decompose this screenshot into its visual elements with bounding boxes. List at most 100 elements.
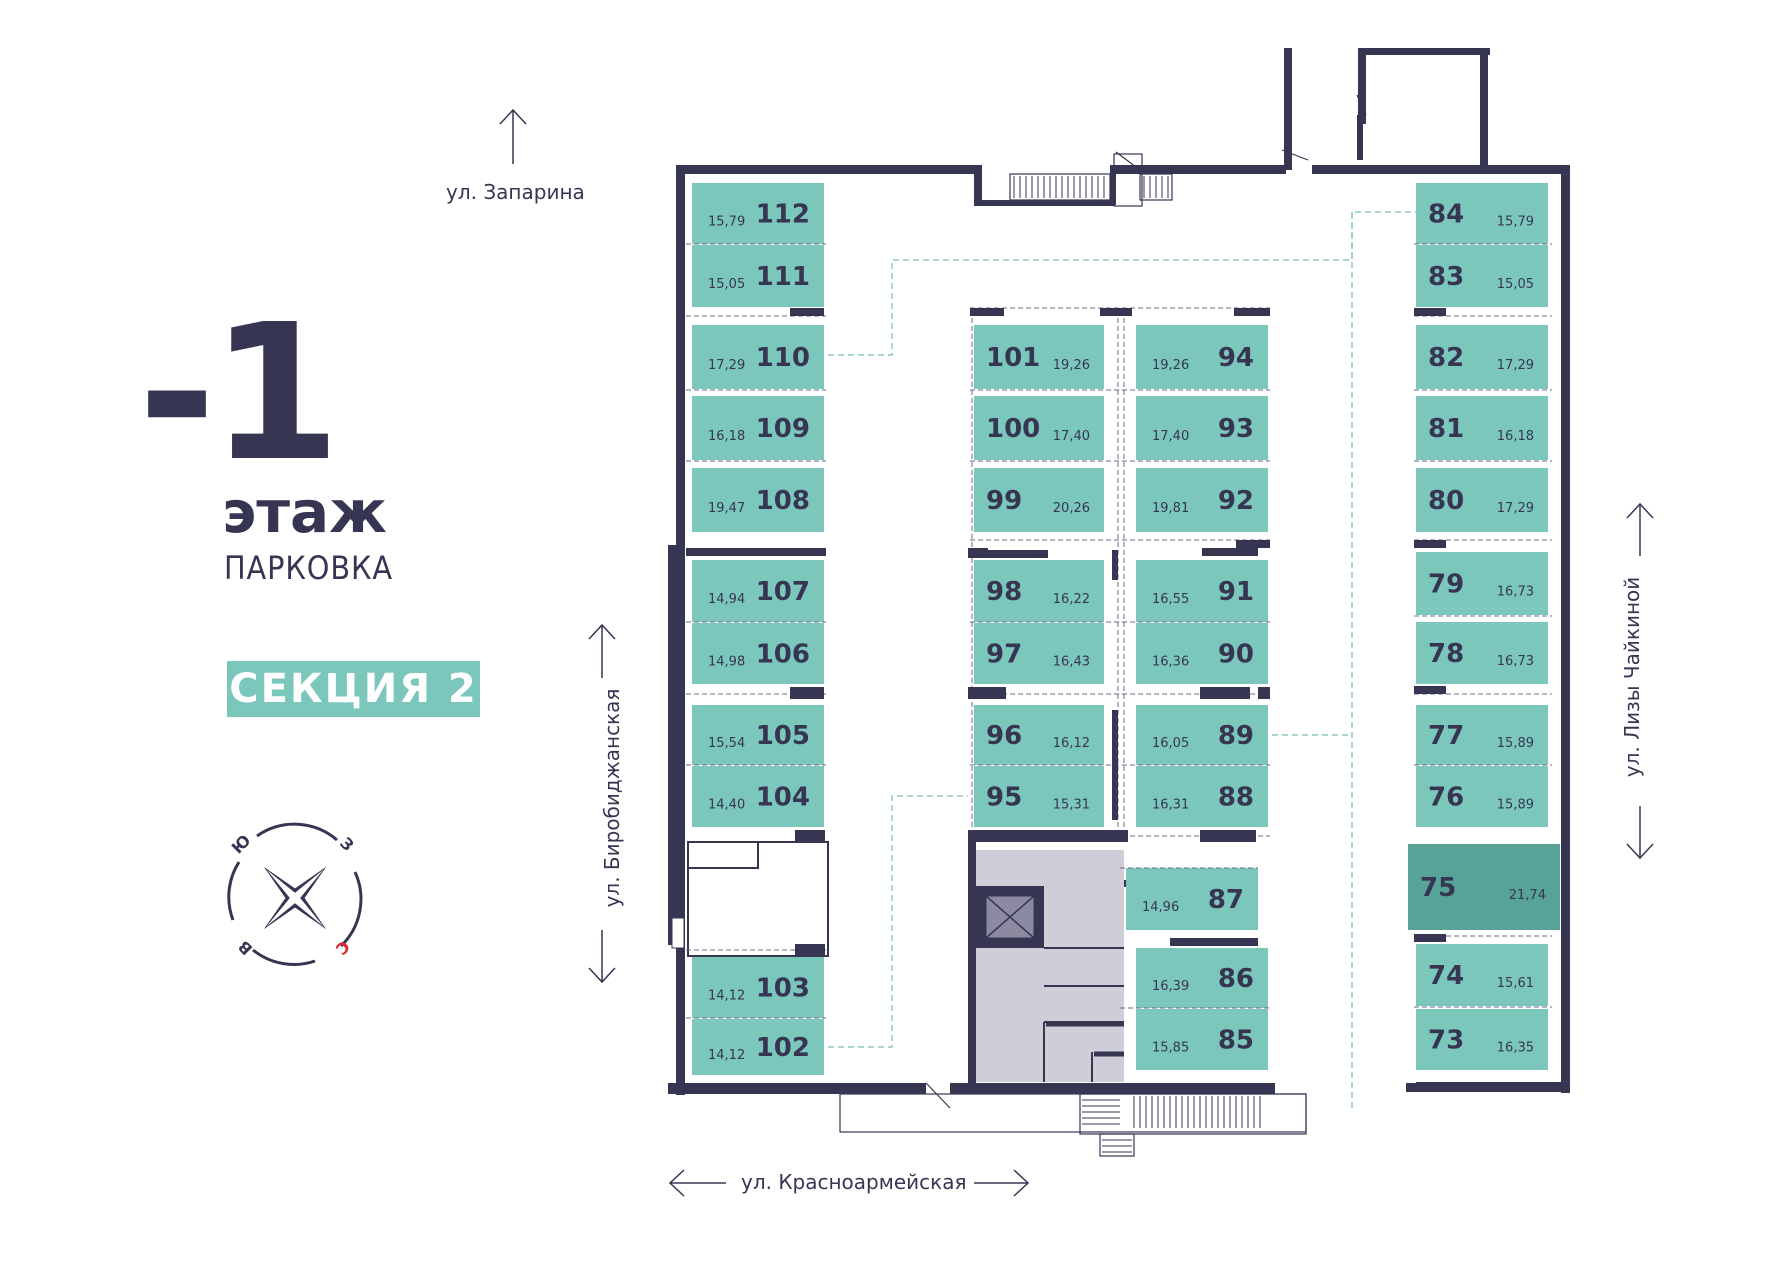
parking-space-number: 106	[756, 640, 810, 670]
direction-arrows	[499, 108, 1654, 1197]
parking-space-area: 15,89	[1497, 798, 1534, 813]
parking-space-fill	[1416, 1009, 1548, 1070]
divider-bar	[1234, 308, 1270, 316]
parking-space-area: 19,47	[708, 501, 745, 516]
parking-space-fill	[974, 468, 1104, 532]
parking-space-fill	[974, 396, 1104, 460]
parking-space-fill	[1416, 183, 1548, 244]
parking-space-fill	[1136, 468, 1268, 532]
parking-space-number: 74	[1428, 961, 1464, 991]
street-label-right: ул. Лизы Чайкиной	[1620, 576, 1644, 778]
parking-space-area: 16,18	[708, 429, 745, 444]
parking-space-fill	[692, 245, 824, 307]
parking-space-number: 112	[756, 200, 810, 230]
divider-bar	[1100, 308, 1132, 316]
parking-space-area: 15,85	[1152, 1041, 1189, 1056]
parking-space-area: 17,29	[1497, 358, 1534, 373]
parking-space-area: 15,79	[708, 215, 745, 230]
parking-space-76[interactable]: 76 15,89	[1416, 766, 1548, 827]
parking-space-fill	[974, 560, 1104, 622]
parking-space-fill	[692, 705, 824, 765]
parking-space-area: 14,12	[708, 989, 745, 1004]
arrow-up-icon	[588, 623, 616, 678]
divider-bar	[1112, 710, 1118, 820]
divider-bar	[795, 944, 825, 956]
parking-space-fill	[1416, 705, 1548, 765]
parking-space-number: 73	[1428, 1026, 1464, 1056]
parking-space-number: 76	[1428, 783, 1464, 813]
exterior-details	[839, 94, 1367, 1157]
parking-space-number: 104	[756, 783, 810, 813]
arrow-right-icon	[974, 1169, 1030, 1197]
parking-space-fill	[1136, 948, 1268, 1008]
divider-bar	[790, 687, 824, 699]
parking-space-108[interactable]: 108 19,47	[692, 468, 824, 532]
parking-space-fill	[1416, 245, 1548, 307]
parking-space-91[interactable]: 91 16,55	[1136, 560, 1268, 622]
parking-space-number: 96	[986, 721, 1022, 751]
parking-space-number: 105	[756, 721, 810, 751]
parking-space-104[interactable]: 104 14,40	[692, 766, 824, 827]
parking-space-101[interactable]: 101 19,26	[974, 325, 1104, 389]
parking-space-area: 16,55	[1152, 592, 1189, 607]
parking-space-number: 81	[1428, 414, 1464, 444]
parking-space-fill	[974, 325, 1104, 389]
divider-bar	[1258, 687, 1270, 699]
parking-space-fill	[1416, 766, 1548, 827]
parking-space-fill	[1136, 396, 1268, 460]
technical-rooms	[671, 841, 1124, 1082]
parking-space-area: 14,98	[708, 655, 745, 670]
parking-space-area: 16,73	[1497, 585, 1534, 600]
parking-space-number: 108	[756, 486, 810, 516]
parking-space-area: 17,29	[1497, 501, 1534, 516]
parking-space-number: 77	[1428, 721, 1464, 751]
parking-space-area: 16,73	[1497, 654, 1534, 669]
parking-space-number: 101	[986, 343, 1040, 373]
parking-space-112[interactable]: 112 15,79	[692, 183, 824, 244]
parking-space-number: 91	[1218, 577, 1254, 607]
section-badge: СЕКЦИЯ 2	[227, 661, 480, 717]
divider-bar	[795, 830, 825, 842]
divider-bar	[1414, 540, 1446, 548]
parking-space-area: 14,40	[708, 798, 745, 813]
parking-space-area: 16,22	[1053, 592, 1090, 607]
parking-space-area: 16,39	[1152, 979, 1189, 994]
parking-space-area: 19,26	[1053, 358, 1090, 373]
parking-space-106[interactable]: 106 14,98	[692, 623, 824, 684]
parking-space-fill	[1416, 325, 1548, 389]
parking-space-area: 19,81	[1152, 501, 1189, 516]
